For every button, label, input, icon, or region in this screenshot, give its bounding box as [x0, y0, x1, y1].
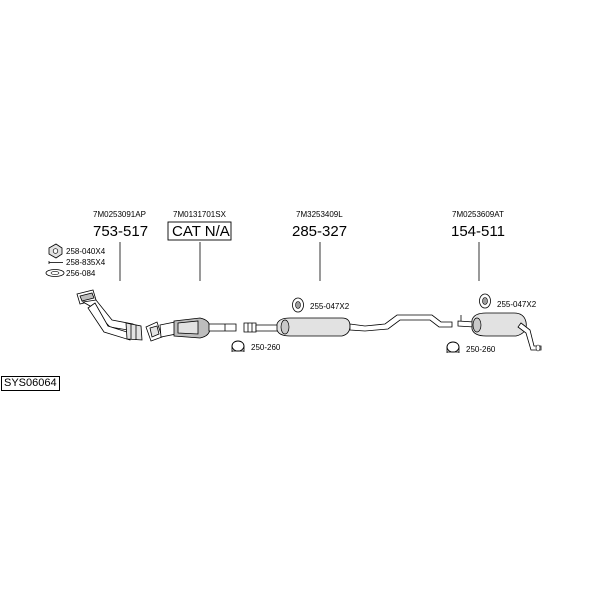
- mount-rear-part-number[interactable]: 255-047X2: [497, 300, 537, 309]
- stud-part-number[interactable]: 258-835X4: [66, 258, 106, 267]
- gasket-part-number[interactable]: 256-084: [66, 269, 96, 278]
- oe-number-catalytic-converter: 7M0131701SX: [173, 210, 227, 219]
- oe-number-centre-silencer: 7M3253409L: [296, 210, 343, 219]
- rubber-mount-icon-rear[interactable]: [479, 293, 491, 309]
- centre-silencer-illustration[interactable]: [243, 314, 453, 337]
- oe-number-rear-silencer: 7M0253609AT: [452, 210, 504, 219]
- rubber-mount-icon-middle[interactable]: [292, 297, 304, 313]
- catalytic-converter-illustration[interactable]: [145, 317, 237, 342]
- clamp-icon-middle[interactable]: [231, 340, 245, 352]
- nut-icon[interactable]: [48, 243, 63, 259]
- gasket-icon[interactable]: [45, 269, 65, 277]
- cat-na-box: [167, 221, 232, 241]
- part-number-rear-silencer[interactable]: 154-511: [451, 223, 505, 240]
- part-number-centre-silencer[interactable]: 285-327: [292, 223, 347, 240]
- part-number-front-pipe[interactable]: 753-517: [93, 223, 148, 240]
- mount-middle-part-number[interactable]: 255-047X2: [310, 302, 350, 311]
- front-pipe-illustration[interactable]: [76, 289, 143, 341]
- part-number-catalytic-converter[interactable]: CAT N/A: [172, 223, 230, 240]
- clamp-middle-part-number[interactable]: 250-260: [251, 343, 281, 352]
- nut-part-number[interactable]: 258-040X4: [66, 247, 106, 256]
- rear-silencer-illustration[interactable]: [457, 312, 542, 352]
- clamp-rear-part-number[interactable]: 250-260: [466, 345, 496, 354]
- stud-icon[interactable]: [48, 261, 63, 264]
- clamp-icon-rear[interactable]: [446, 341, 460, 353]
- oe-number-front-pipe: 7M0253091AP: [93, 210, 146, 219]
- system-id-label: SYS06064: [1, 376, 60, 391]
